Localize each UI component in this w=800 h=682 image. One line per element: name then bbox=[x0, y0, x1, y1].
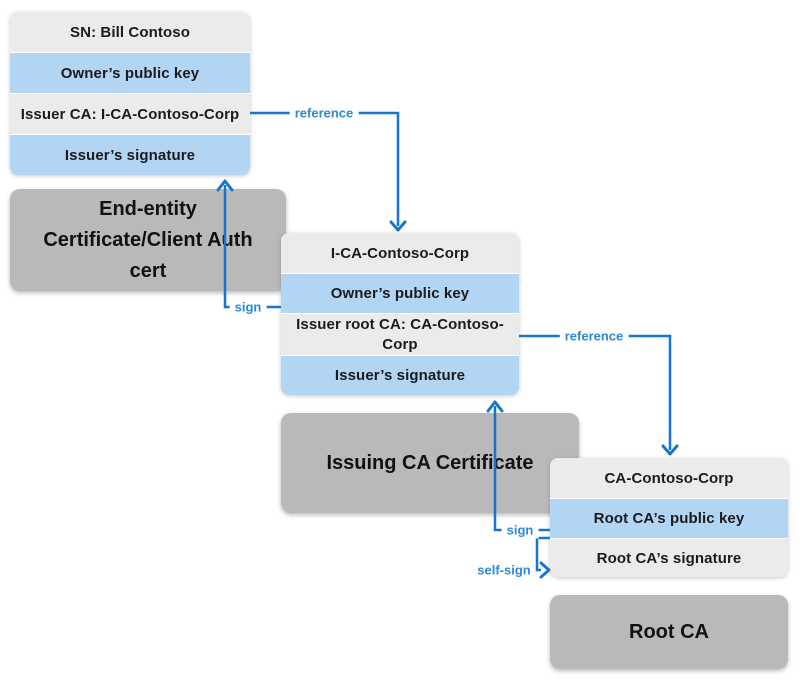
reference-arrow-label: reference bbox=[559, 327, 629, 345]
sign-arrow-label: sign bbox=[229, 298, 267, 316]
arrowhead-down-icon bbox=[389, 220, 407, 232]
root-ca-label: Root CA bbox=[550, 595, 788, 669]
cert-row-owner-public-key: Owner’s public key bbox=[281, 274, 519, 313]
end-entity-certificate-block: SN: Bill Contoso Owner’s public key Issu… bbox=[10, 12, 250, 175]
issuing-ca-certificate-block: I-CA-Contoso-Corp Owner’s public key Iss… bbox=[281, 233, 519, 395]
cert-row-root-signature: Root CA’s signature bbox=[550, 539, 788, 577]
arrowhead-up-icon bbox=[486, 400, 504, 413]
arrowhead-right-icon bbox=[539, 561, 551, 579]
self-sign-arrow bbox=[535, 536, 550, 572]
cert-row-subject-name: CA-Contoso-Corp bbox=[550, 458, 788, 498]
cert-row-root-public-key: Root CA’s public key bbox=[550, 499, 788, 538]
issuing-ca-certificate-label: Issuing CA Certificate bbox=[281, 413, 579, 513]
cert-row-issuer-signature: Issuer’s signature bbox=[10, 135, 250, 175]
cert-row-subject-name: SN: Bill Contoso bbox=[10, 12, 250, 52]
cert-row-issuer-root-ca: Issuer root CA: CA-Contoso-Corp bbox=[281, 314, 519, 355]
cert-row-subject-name: I-CA-Contoso-Corp bbox=[281, 233, 519, 273]
cert-row-issuer-ca: Issuer CA: I-CA-Contoso-Corp bbox=[10, 94, 250, 134]
self-sign-arrow-label: self-sign bbox=[472, 561, 536, 579]
cert-row-issuer-signature: Issuer’s signature bbox=[281, 356, 519, 395]
sign-arrow-label: sign bbox=[501, 521, 539, 539]
cert-row-owner-public-key: Owner’s public key bbox=[10, 53, 250, 93]
reference-arrow-label: reference bbox=[289, 104, 359, 122]
root-ca-certificate-block: CA-Contoso-Corp Root CA’s public key Roo… bbox=[550, 458, 788, 577]
arrowhead-down-icon bbox=[661, 444, 679, 456]
end-entity-certificate-label: End-entity Certificate/Client Auth cert bbox=[10, 189, 286, 291]
